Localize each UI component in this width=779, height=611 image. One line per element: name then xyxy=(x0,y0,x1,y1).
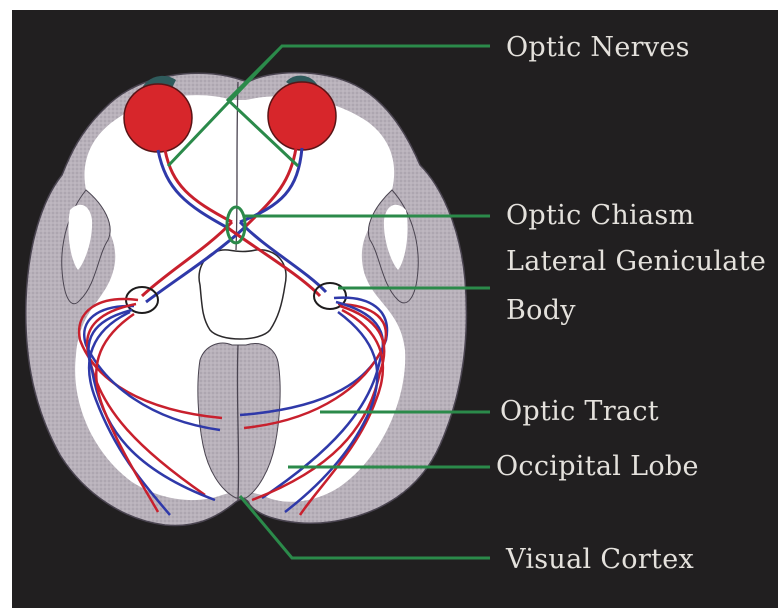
label-optic-nerves: Optic Nerves xyxy=(506,32,690,64)
label-optic-chiasm: Optic Chiasm xyxy=(506,200,694,232)
label-optic-tract: Optic Tract xyxy=(500,396,659,428)
label-lgb-line2: Body xyxy=(506,295,576,327)
label-lgb-line1: Lateral Geniculate xyxy=(506,246,766,278)
label-visual-cortex: Visual Cortex xyxy=(506,544,694,576)
label-occipital-lobe: Occipital Lobe xyxy=(496,451,699,483)
midbrain xyxy=(199,250,286,339)
